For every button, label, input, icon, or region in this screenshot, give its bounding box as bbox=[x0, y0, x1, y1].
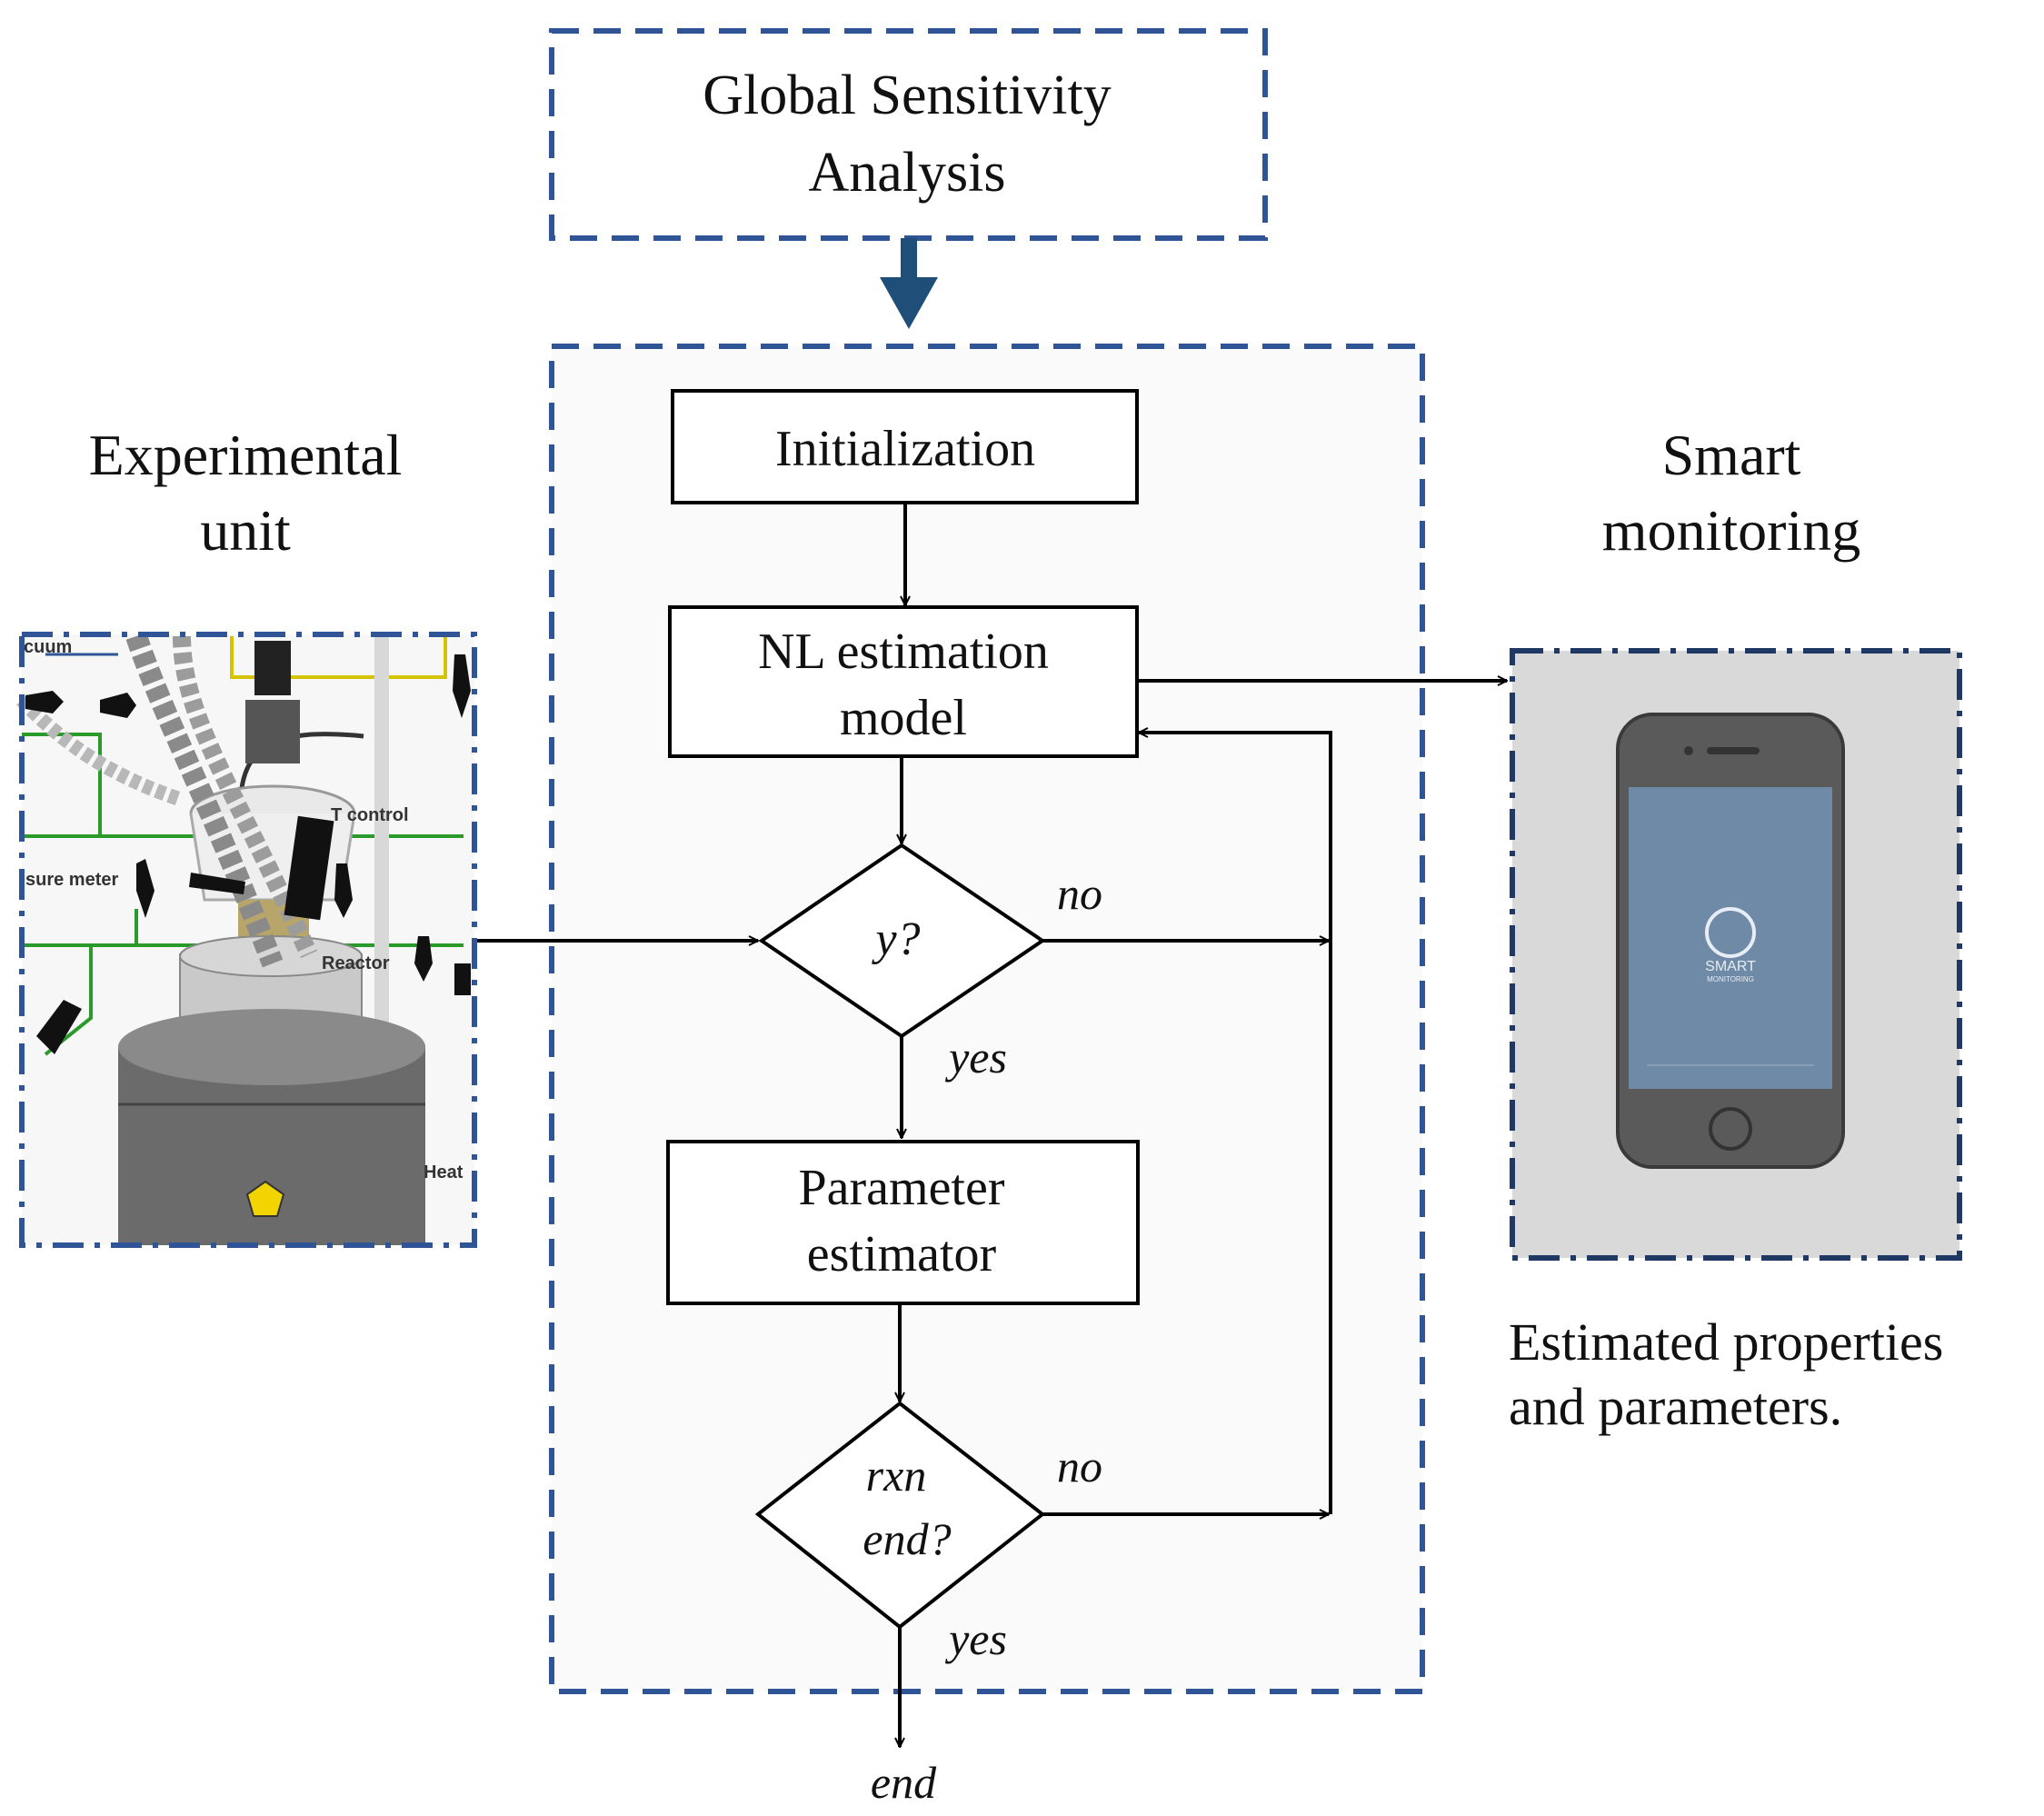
app-name: SMART bbox=[1705, 959, 1756, 974]
pressure-meter-label: sure meter bbox=[25, 870, 118, 890]
decision-rxn-line1: rxn bbox=[866, 1450, 927, 1501]
nl-estimation-box: NL estimation model bbox=[668, 605, 1139, 758]
gsa-down-arrow bbox=[880, 238, 938, 329]
decision-rxn-no-label: no bbox=[1057, 1441, 1102, 1492]
decision-y-label: y? bbox=[871, 913, 920, 965]
initialization-label: Initialization bbox=[775, 421, 1035, 477]
t-control-label: T control bbox=[331, 805, 409, 825]
smart-monitoring-title-line1: Smart bbox=[1662, 423, 1801, 487]
heat-label: Heat bbox=[424, 1162, 464, 1182]
gsa-title-line2: Analysis bbox=[809, 142, 1006, 204]
param-label-line1: Parameter bbox=[799, 1160, 1005, 1216]
nl-label-line1: NL estimation bbox=[758, 624, 1049, 680]
feedback-loop bbox=[1139, 733, 1332, 1514]
caption-line2: and parameters. bbox=[1509, 1377, 1842, 1436]
end-label: end bbox=[871, 1757, 937, 1808]
decision-rxn-line2: end? bbox=[862, 1513, 951, 1564]
param-label-line2: estimator bbox=[807, 1226, 997, 1282]
app-subtitle: MONITORING bbox=[1707, 975, 1754, 983]
estimation-panel bbox=[549, 344, 1425, 1694]
gsa-box: Global Sensitivity Analysis bbox=[549, 28, 1268, 241]
smart-monitoring-frame bbox=[1510, 648, 1962, 1261]
decision-y-no-label: no bbox=[1057, 868, 1102, 919]
nl-label-line2: model bbox=[840, 690, 967, 746]
smart-monitoring-title-line2: monitoring bbox=[1602, 498, 1860, 563]
decision-y-yes-label: yes bbox=[944, 1032, 1007, 1083]
gsa-title-line1: Global Sensitivity bbox=[703, 65, 1112, 126]
smart-monitoring-image: SMART MONITORING bbox=[1512, 651, 1959, 1258]
decision-rxn-end: rxn end? bbox=[754, 1401, 1046, 1630]
experimental-unit-title-line1: Experimental bbox=[89, 423, 403, 487]
initialization-box: Initialization bbox=[671, 389, 1139, 504]
decision-rxn-yes-label: yes bbox=[944, 1613, 1007, 1664]
vacuum-label: cuum bbox=[24, 637, 72, 657]
experimental-unit-title-line2: unit bbox=[200, 498, 291, 563]
caption-line1: Estimated properties bbox=[1509, 1312, 1943, 1372]
experimental-unit-image: cuum T control sure meter Reactor Heat bbox=[16, 633, 474, 1245]
parameter-estimator-box: Parameter estimator bbox=[666, 1140, 1140, 1305]
reactor-label: Reactor bbox=[322, 953, 390, 973]
experimental-unit-frame bbox=[19, 632, 477, 1248]
